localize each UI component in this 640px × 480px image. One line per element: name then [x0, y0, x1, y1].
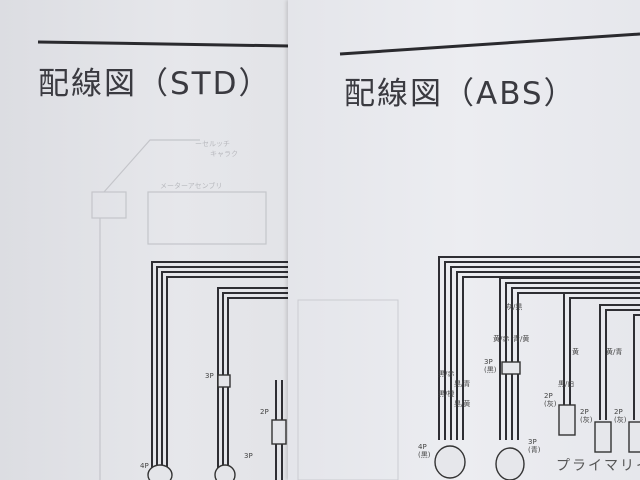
connector-label: 2P: [260, 408, 269, 416]
connector-label: 2P(灰): [544, 392, 556, 408]
connector-3p-black: [501, 361, 521, 375]
pins: 4P: [418, 443, 427, 451]
wires-std: [151, 261, 300, 480]
connector-label: 4P(黒): [418, 443, 430, 459]
wire-label: 黒/橙: [438, 390, 455, 398]
pins: 3P: [484, 358, 493, 366]
connector-label: 2P(灰): [614, 408, 626, 424]
connectors-std: [147, 374, 287, 480]
faint-diagram: [91, 139, 267, 480]
color: (灰): [580, 416, 593, 424]
connector-2p-gray: [594, 421, 612, 453]
connector-label: 2P(灰): [580, 408, 592, 424]
color: (青): [528, 446, 541, 454]
color: (灰): [544, 400, 557, 408]
page-title-abs: 配線図（ABS）: [344, 76, 577, 112]
faint-label: キャラク: [210, 150, 238, 158]
wire-label: 黄/赤: [493, 335, 510, 343]
wiring-diagram-std: [37, 40, 300, 480]
wire-label: 黒/黄: [454, 400, 471, 408]
heading-rule: [37, 40, 291, 48]
color: (黒): [484, 366, 497, 374]
wire-label: 黒/赤: [438, 370, 455, 378]
color: (黒): [418, 451, 431, 459]
left-page-std: 配線図（STD） ーセルッチ キャラク メーターアセンブリ 4P 3P 3P 2…: [0, 0, 300, 480]
pins: 3P: [528, 438, 537, 446]
faint-diagram: [297, 299, 399, 480]
faint-label: ーセルッチ: [195, 140, 230, 148]
connector-3p-blue: [495, 447, 525, 480]
pins: 2P: [580, 408, 589, 416]
connector-label: 3P: [244, 452, 253, 460]
wire-label: 灰/黒: [506, 303, 523, 311]
heading-rule: [339, 32, 640, 56]
wire-label: 青/黄: [513, 335, 530, 343]
color: (灰): [614, 416, 627, 424]
page-title-std: 配線図（STD）: [38, 66, 272, 102]
connectors-abs: [434, 361, 640, 480]
connector-label: 3P(黒): [484, 358, 496, 374]
wire-label: 黄/青: [606, 348, 623, 356]
caption-primary: プライマリイン: [556, 458, 640, 474]
wire-label: 黄: [572, 348, 579, 356]
wire-label: 黒/白: [558, 380, 575, 388]
connector-2p-gray: [558, 404, 576, 436]
wiring-diagram-abs: [297, 32, 640, 480]
connector-label: 4P: [140, 462, 149, 470]
connector-2p-gray: [628, 421, 640, 453]
pins: 2P: [614, 408, 623, 416]
connector-label: 3P(青): [528, 438, 540, 454]
wires-abs: [438, 256, 640, 440]
pins: 2P: [544, 392, 553, 400]
connector-4p-black: [434, 445, 466, 479]
connector-label: 3P: [205, 372, 214, 380]
faint-label: メーターアセンブリ: [160, 182, 223, 190]
right-page-abs: 配線図（ABS） 4P(黒) 3P(黒) 3P(青) 2P(灰) 2P(灰) 2…: [288, 0, 640, 480]
wire-label: 黒/青: [454, 380, 471, 388]
